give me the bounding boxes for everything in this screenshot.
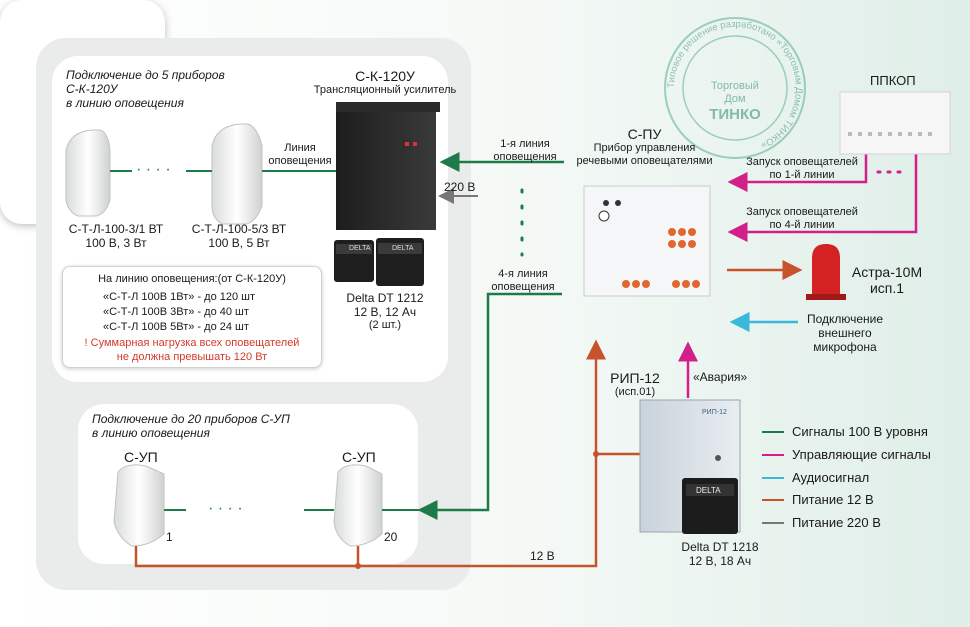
legend-swatch-power-220v xyxy=(762,522,784,524)
amplifier-icon xyxy=(336,102,440,230)
mic-label: Подключение внешнего микрофона xyxy=(806,312,884,354)
power-220-label: 220 В xyxy=(444,180,476,194)
battery-large-icon xyxy=(682,478,738,534)
speaker-small-label: С-Т-Л-100-3/1 ВТ 100 В, 3 Вт xyxy=(68,222,164,250)
legend-swatch-signal-100v xyxy=(762,431,784,433)
stamp-brand-small: Торговый Дом xyxy=(711,80,759,105)
speakers-dots: · · · · xyxy=(136,161,171,178)
battery-large-label: Delta DT 1218 12 В, 18 Ач xyxy=(681,540,759,568)
stamp-brand: Торговый Дом ТИНКО xyxy=(700,80,770,123)
speaker-large-icon xyxy=(211,123,263,225)
speaker-small-icon xyxy=(65,129,111,217)
line1-label: 1-я линия оповещения xyxy=(493,138,557,163)
line-label: Линия оповещения xyxy=(268,142,332,167)
power-12-label: 12 В xyxy=(530,549,555,563)
info-warning1: ! Суммарная нагрузка всех оповещателей xyxy=(84,337,300,349)
tinko-stamp-icon xyxy=(664,17,806,159)
info-line2: «С-Т-Л 100В 1Вт» - до 120 шт xyxy=(103,291,256,303)
battery-large-brand: DELTA xyxy=(696,486,721,495)
battery-small-pair-icon xyxy=(334,238,424,286)
top-panel-caption: Подключение до 5 приборов С-К-120У в лин… xyxy=(66,68,225,110)
rip-device-label: РИП-12 xyxy=(702,409,727,416)
astra-label: Астра-10М исп.1 xyxy=(851,264,923,296)
legend-swatch-audio xyxy=(762,477,784,479)
sup-right-number: 20 xyxy=(384,530,398,544)
legend-swatch-control xyxy=(762,454,784,456)
battery-small-label: Delta DT 1212 12 В, 12 Ач (2 шт.) xyxy=(346,291,424,331)
stamp-brand-name: ТИНКО xyxy=(709,106,761,123)
launch4-label: Запуск оповещателей по 4-й линии xyxy=(746,206,858,231)
ppkop-device-icon xyxy=(839,91,951,155)
sup-left-icon xyxy=(113,464,165,547)
legend-swatch-power-12v xyxy=(762,499,784,501)
sup-right-icon xyxy=(333,464,383,547)
ppkop-label: ППКОП xyxy=(870,73,916,88)
line4-label: 4-я линия оповещения xyxy=(491,268,555,293)
amplifier-label: С-К-120У Трансляционный усилитель xyxy=(313,68,457,96)
speaker-large-label: С-Т-Л-100-5/3 ВТ 100 В, 5 Вт xyxy=(191,222,287,250)
info-warning2: не должна превышать 120 Вт xyxy=(116,351,268,363)
info-line3: «С-Т-Л 100В 3Вт» - до 40 шт xyxy=(103,306,249,318)
battery-brand-2: DELTA xyxy=(392,245,414,252)
sup-left-number: 1 xyxy=(166,530,173,544)
astra-siren-icon xyxy=(806,244,846,300)
info-line1: На линию оповещения:(от С-К-120У) xyxy=(98,273,286,285)
info-line4: «С-Т-Л 100В 5Вт» - до 24 шт xyxy=(103,321,249,333)
alarm-label: «Авария» xyxy=(693,370,748,384)
battery-brand-1: DELTA xyxy=(349,245,371,252)
load-info-box: На линию оповещения:(от С-К-120У) «С-Т-Л… xyxy=(62,266,322,368)
sup-left-label: С-УП xyxy=(124,449,158,465)
sup-right-label: С-УП xyxy=(342,449,376,465)
launch1-label: Запуск оповещателей по 1-й линии xyxy=(746,156,858,181)
rip-label: РИП-12 (исп.01) xyxy=(610,370,660,398)
stamp-ring-text: Типовое решение разработано «Торговым До… xyxy=(666,19,804,151)
spu-front-panel xyxy=(584,186,710,296)
spu-label: С-ПУ Прибор управления речевыми оповещат… xyxy=(576,126,713,167)
bottom-panel-caption: Подключение до 20 приборов С-УП в линию … xyxy=(92,412,290,440)
sup-dots: · · · · xyxy=(208,500,243,517)
